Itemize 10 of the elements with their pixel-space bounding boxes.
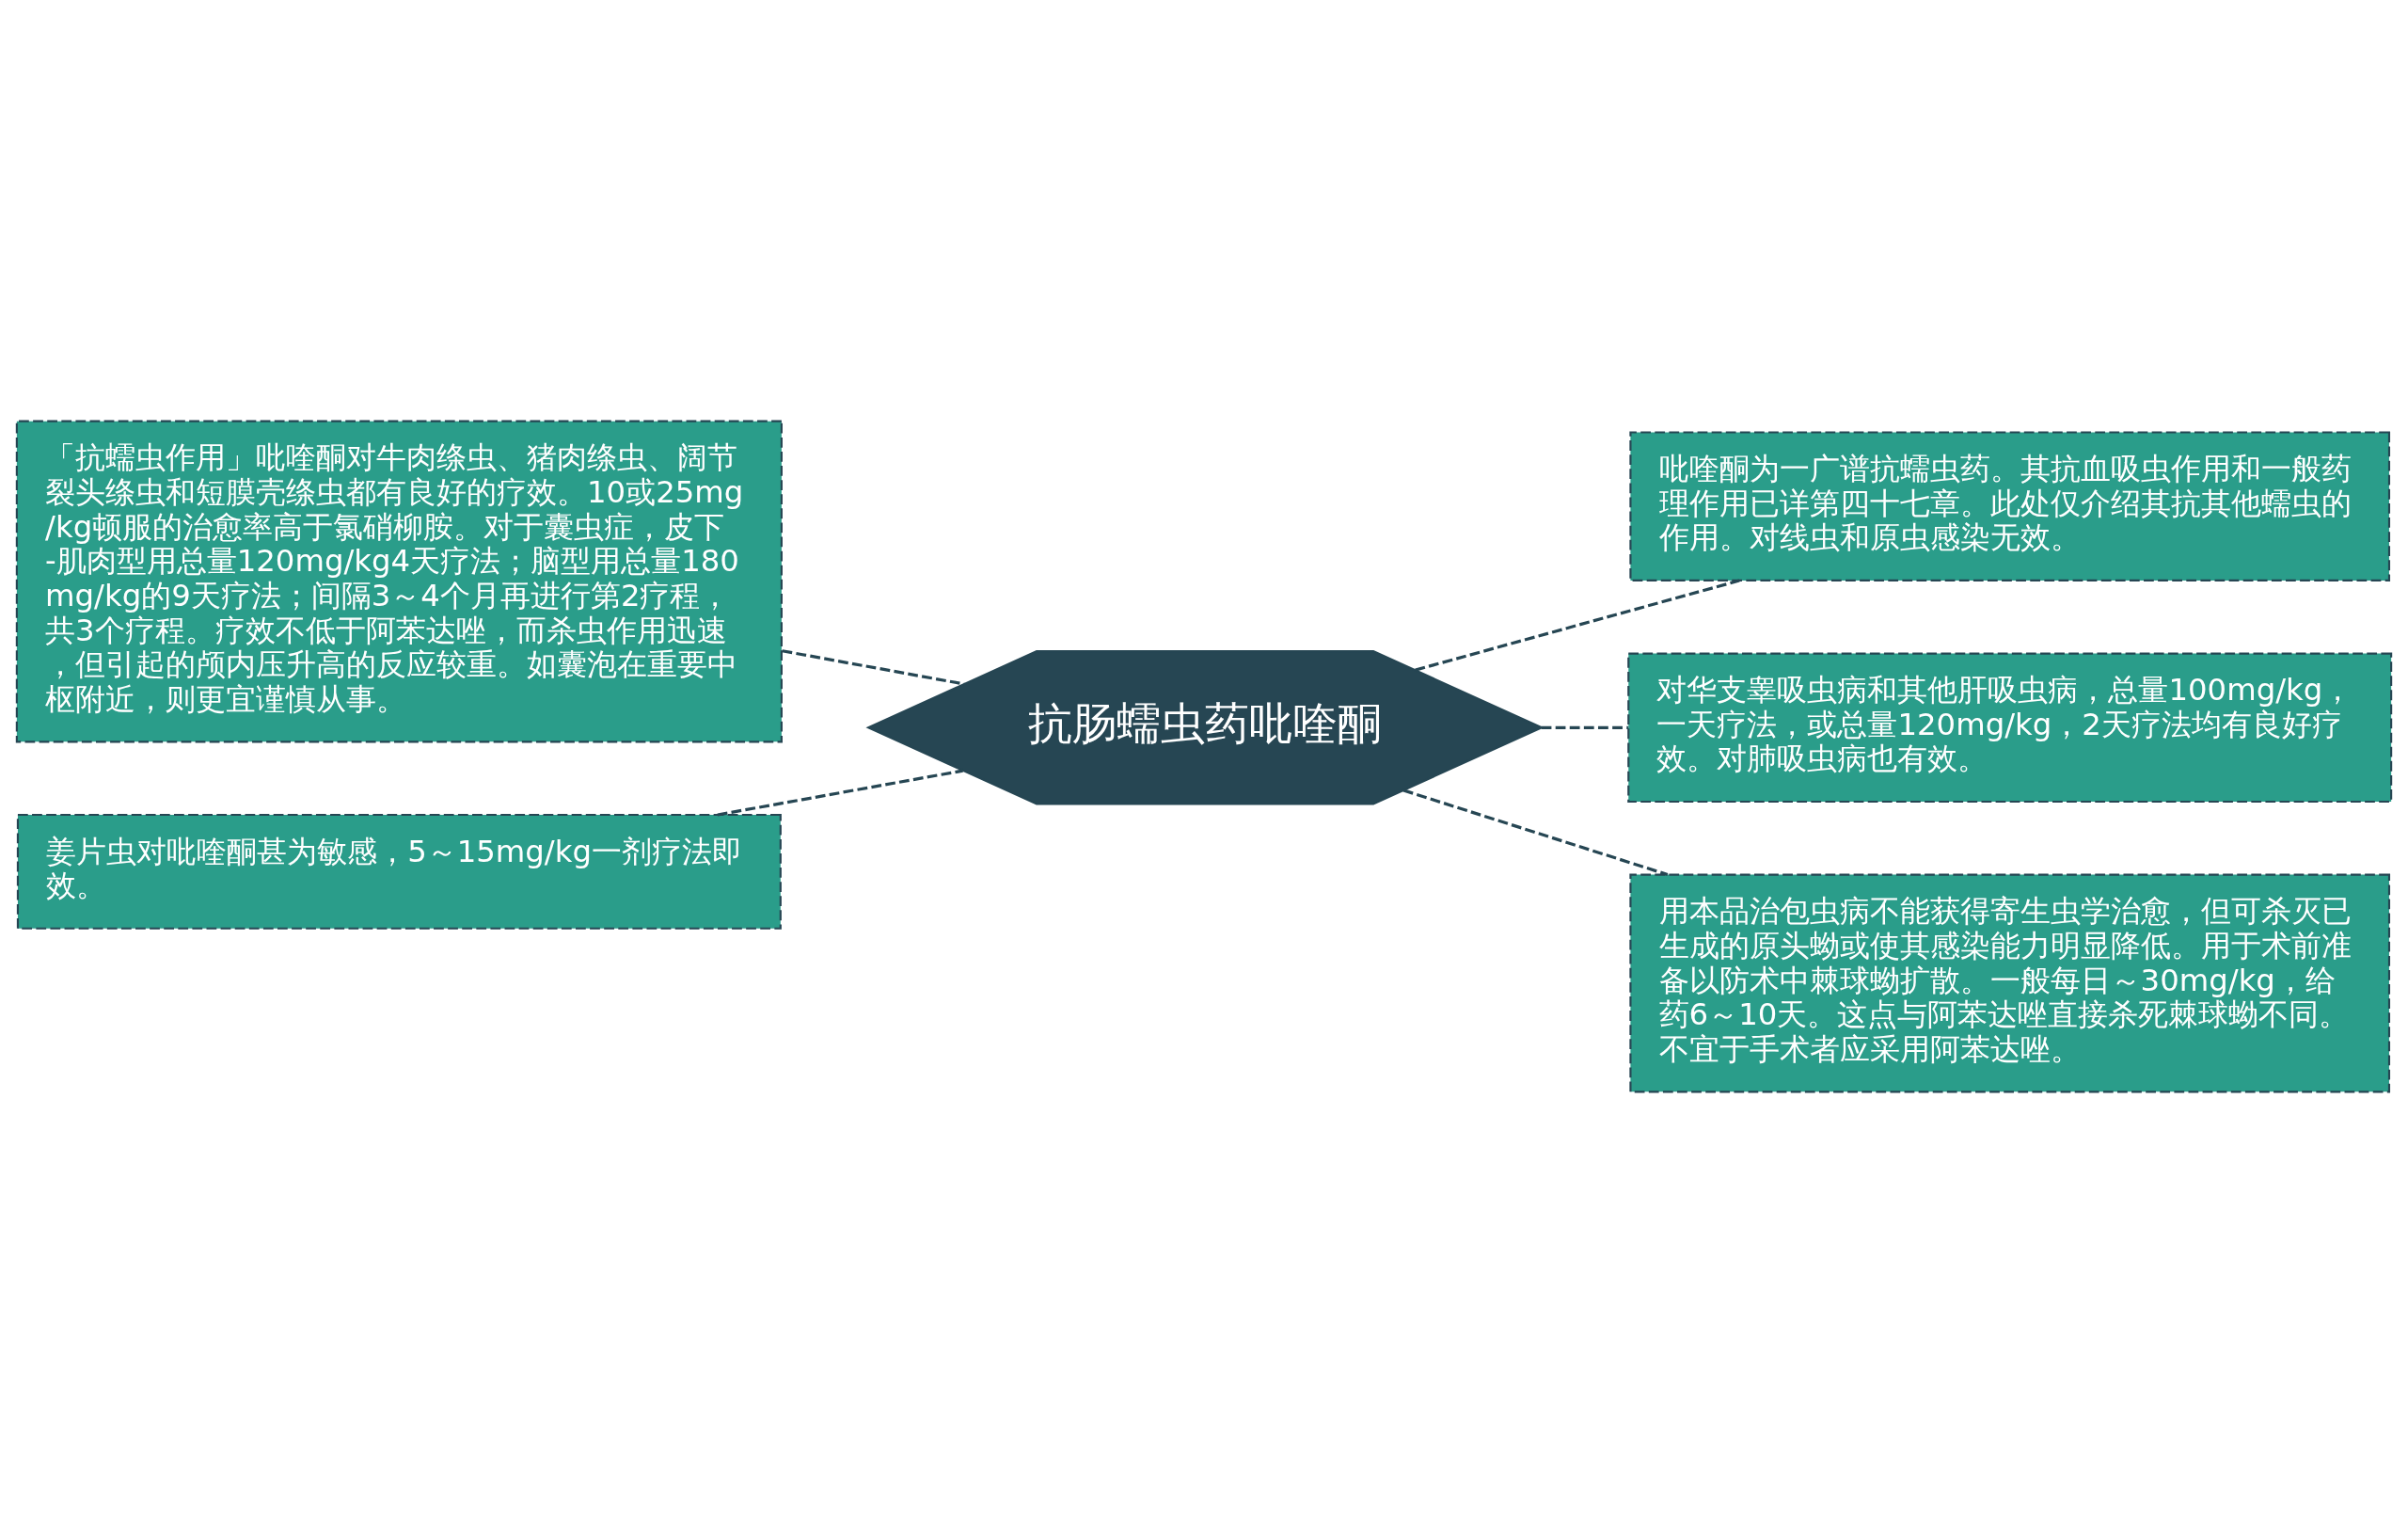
connector	[1402, 788, 1669, 877]
node-box: 吡喹酮为一广谱抗蠕虫药。其抗血吸虫作用和一般药理作用已详第四十七章。此处仅介绍其抗其他蠕虫的作用。对线虫和原虫感染无效。	[1629, 431, 2391, 581]
connector	[1415, 579, 1740, 672]
connector	[782, 649, 965, 686]
connector	[1541, 725, 1629, 729]
node-box: 用本品治包虫病不能获得寄生虫学治愈，但可杀灭已生成的原头蚴或使其感染能力明显降低。用于术前准备以防术中棘球蚴扩散。一般每日～30mg/kg，给药6～10天。这点与阿苯达唑直接杀死棘球蚴不同。不宜于手术者应采用阿苯达唑。	[1629, 873, 2391, 1093]
node-box: 姜片虫对吡喹酮甚为敏感，5～15mg/kg一剂疗法即效。	[16, 813, 782, 930]
node-box: 对华支睾吸虫病和其他肝吸虫病，总量100mg/kg，一天疗法，或总量120mg/kg，2天疗法均有良好疗效。对肺吸虫病也有效。	[1627, 652, 2393, 804]
connector	[717, 769, 963, 817]
node-box: 「抗蠕虫作用」吡喹酮对牛肉绦虫、猪肉绦虫、阔节裂头绦虫和短膜壳绦虫都有良好的疗效。10或25mg/kg顿服的治愈率高于氯硝柳胺。对于囊虫症，皮下-肌肉型用总量120mg/kg4天疗法；脑型用总量180mg/kg的9天疗法；间隔3～4个月再进行第2疗程，共3个疗程。疗效不低于阿苯达唑，而杀虫作用迅速，但引起的颅内压升高的反应较重。如囊泡在重要中枢附近，则更宜谨慎从事。	[15, 420, 783, 743]
